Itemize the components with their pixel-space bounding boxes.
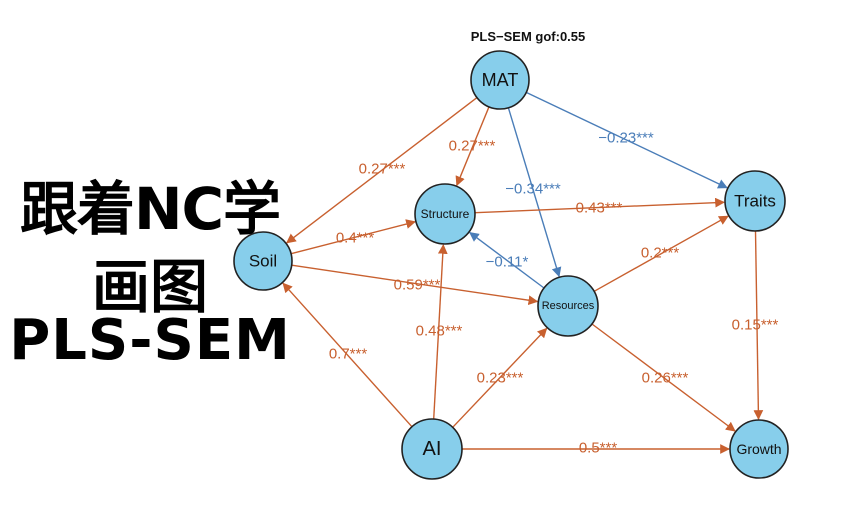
node-circle-resources xyxy=(537,275,599,337)
edge-labels-layer: 0.27*** 0.27*** −0.34*** −0.23*** 0.4*** 0.59… xyxy=(329,130,779,457)
node-circle-soil xyxy=(233,231,293,291)
node-label-structure: Structure xyxy=(421,207,470,221)
edge-label-soil-to-structure: 0.4*** xyxy=(336,230,375,247)
edge-label-ai-to-structure: 0.48*** xyxy=(416,323,463,340)
edge-mat-to-structure xyxy=(455,106,490,187)
node-growth: Growth xyxy=(729,419,789,479)
node-circle-growth xyxy=(729,419,789,479)
edge-label-resources-to-structure: −0.11* xyxy=(486,254,529,271)
node-circle-ai xyxy=(401,418,463,480)
edge-soil-to-resources xyxy=(291,264,539,306)
diagram-title: PLS−SEM gof:0.55 xyxy=(471,29,586,44)
edge-mat-to-traits xyxy=(525,91,728,189)
node-circle-structure xyxy=(414,183,476,245)
edge-label-traits-to-growth: 0.15*** xyxy=(732,317,779,334)
node-soil: Soil xyxy=(233,231,293,291)
edge-label-mat-to-soil: 0.27*** xyxy=(359,161,406,178)
edge-label-mat-to-traits: −0.23*** xyxy=(598,130,654,147)
edge-label-structure-to-traits: 0.43*** xyxy=(576,200,623,217)
edge-label-resources-to-traits: 0.2*** xyxy=(641,245,680,262)
edge-ai-to-resources xyxy=(452,327,548,428)
edge-mat-to-soil xyxy=(286,97,478,244)
edge-resources-to-traits xyxy=(593,215,729,292)
node-label-ai: AI xyxy=(423,438,442,460)
overlay-title-line3: PLS-SEM xyxy=(9,308,291,373)
edge-label-mat-to-structure: 0.27*** xyxy=(449,138,496,155)
edge-label-soil-to-resources: 0.59*** xyxy=(394,277,441,294)
node-ai: AI xyxy=(401,418,463,480)
edge-resources-to-structure xyxy=(469,232,545,289)
node-mat: MAT xyxy=(470,50,530,110)
node-label-mat: MAT xyxy=(482,70,519,90)
node-resources: Resources xyxy=(537,275,599,337)
edge-resources-to-growth xyxy=(591,323,736,432)
edge-label-ai-to-resources: 0.23*** xyxy=(477,370,524,387)
node-label-traits: Traits xyxy=(734,192,776,211)
edge-label-ai-to-growth: 0.5*** xyxy=(579,440,618,457)
edge-label-ai-to-soil: 0.7*** xyxy=(329,346,368,363)
node-circle-mat xyxy=(470,50,530,110)
node-circle-traits xyxy=(724,170,786,232)
edge-structure-to-traits xyxy=(474,197,725,214)
edge-label-resources-to-growth: 0.26*** xyxy=(642,370,689,387)
edges-layer xyxy=(282,91,764,454)
node-label-soil: Soil xyxy=(249,252,277,271)
node-label-growth: Growth xyxy=(736,441,781,457)
edge-ai-to-soil xyxy=(282,282,413,428)
edge-label-mat-to-resources: −0.34*** xyxy=(505,181,561,198)
overlay-title-line1: 跟着NC学 xyxy=(19,175,281,243)
overlay-title-line2: 画图 xyxy=(91,253,208,321)
edge-mat-to-resources xyxy=(507,107,562,278)
node-structure: Structure xyxy=(414,183,476,245)
node-label-resources: Resources xyxy=(542,300,595,312)
node-traits: Traits xyxy=(724,170,786,232)
edge-traits-to-growth xyxy=(753,230,764,420)
edge-soil-to-structure xyxy=(290,219,416,255)
edge-ai-to-structure xyxy=(433,244,448,420)
